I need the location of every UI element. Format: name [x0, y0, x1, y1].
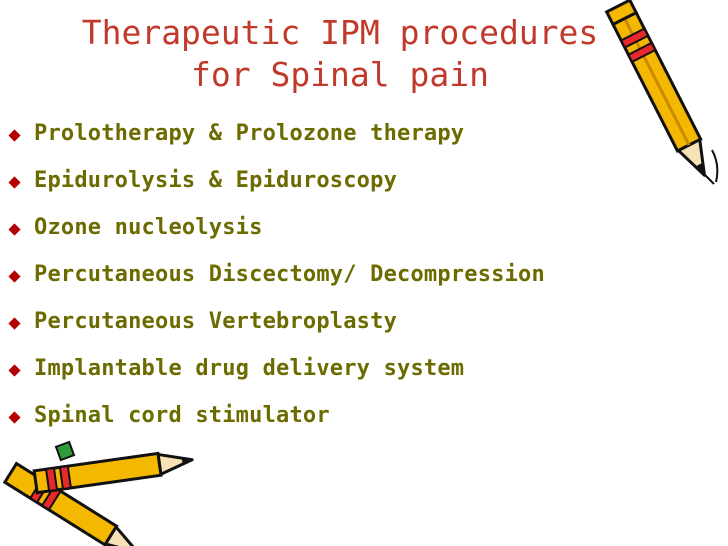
diamond-bullet-icon: [8, 411, 21, 424]
title-line-2: for Spinal pain: [190, 55, 489, 94]
crossed-pencils-icon: [2, 440, 194, 546]
diamond-bullet-icon: [8, 176, 21, 189]
bullet-text: Implantable drug delivery system: [34, 356, 465, 381]
diamond-bullet-icon: [8, 364, 21, 377]
bullet-text: Spinal cord stimulator: [34, 403, 330, 428]
bullet-text: Percutaneous Vertebroplasty: [34, 309, 398, 334]
title-line-1: Therapeutic IPM procedures: [81, 13, 599, 52]
bullet-text: Prolotherapy & Prolozone therapy: [34, 121, 465, 146]
bullet-text: Ozone nucleolysis: [34, 215, 263, 240]
diamond-bullet-icon: [8, 129, 21, 142]
diamond-bullet-icon: [8, 317, 21, 330]
diamond-bullet-icon: [8, 223, 21, 236]
pencil-icon: [604, 0, 719, 185]
bullet-text: Percutaneous Discectomy/ Decompression: [34, 262, 545, 287]
slide-title: Therapeutic IPM procedures for Spinal pa…: [0, 12, 680, 96]
bullet-text: Epidurolysis & Epiduroscopy: [34, 168, 398, 193]
diamond-bullet-icon: [8, 270, 21, 283]
